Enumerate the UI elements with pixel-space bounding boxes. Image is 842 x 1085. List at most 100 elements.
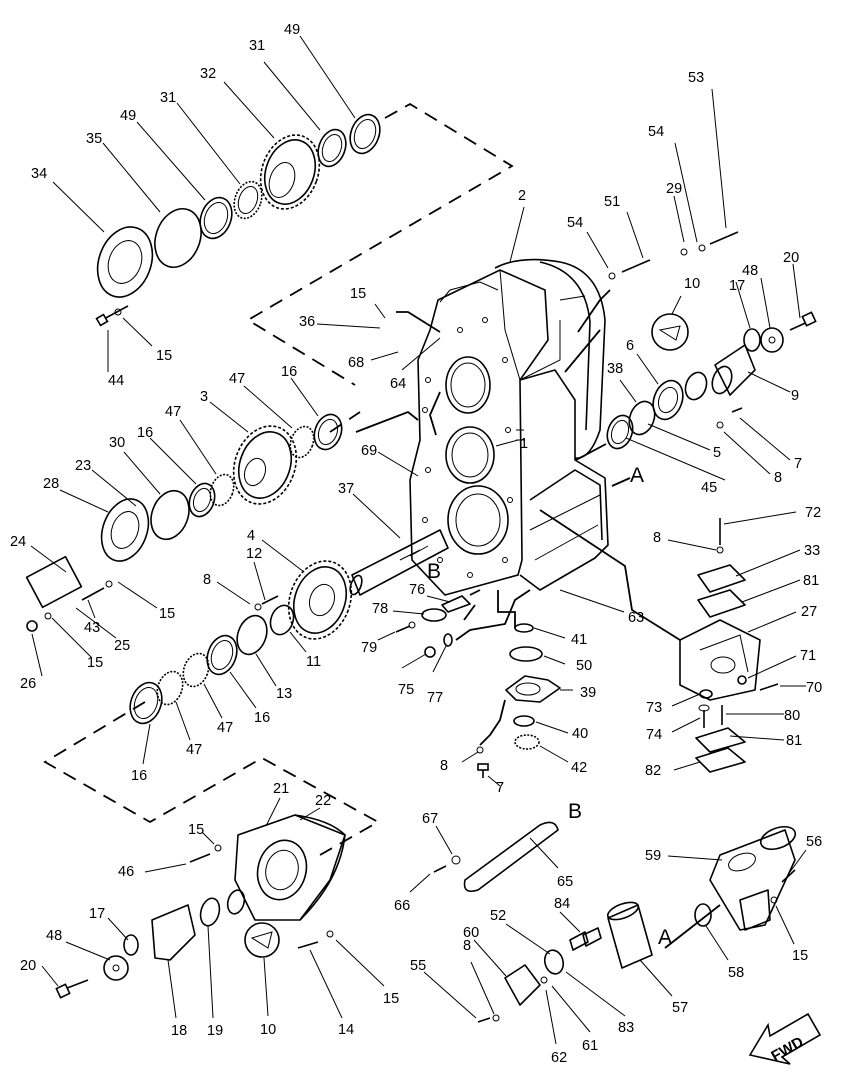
callout-64: 64	[390, 376, 406, 392]
callout-8a: 8	[774, 470, 782, 486]
callout-40: 40	[572, 726, 588, 742]
transfer-case-housing	[409, 258, 609, 596]
callout-48a: 48	[742, 263, 758, 279]
callout-28: 28	[43, 476, 59, 492]
callout-43: 43	[84, 620, 100, 636]
connector-a-upper: A	[630, 464, 644, 487]
callout-31b: 31	[160, 90, 176, 106]
callout-17a: 17	[729, 278, 745, 294]
callout-15b: 15	[350, 286, 366, 302]
callout-9: 9	[791, 388, 799, 404]
callout-17b: 17	[89, 906, 105, 922]
callout-12: 12	[246, 546, 262, 562]
callout-52: 52	[490, 908, 506, 924]
upper-yoke-assembly	[606, 231, 817, 450]
callout-23: 23	[75, 458, 91, 474]
callout-36: 36	[299, 314, 315, 330]
callout-29: 29	[666, 181, 682, 197]
callout-81b: 81	[786, 733, 802, 749]
callout-21: 21	[273, 781, 289, 797]
callout-50: 50	[576, 658, 592, 674]
callout-15e: 15	[188, 822, 204, 838]
callout-51: 51	[604, 194, 620, 210]
callout-20a: 20	[783, 250, 799, 266]
callout-16d: 16	[254, 710, 270, 726]
callout-53: 53	[688, 70, 704, 86]
callout-67: 67	[422, 811, 438, 827]
callout-1: 1	[520, 436, 528, 452]
callout-66: 66	[394, 898, 410, 914]
center-pump-assembly	[395, 595, 561, 778]
callout-41: 41	[571, 632, 587, 648]
callout-56: 56	[806, 834, 822, 850]
callout-7b: 7	[496, 780, 504, 796]
connector-a-lower: A	[658, 926, 672, 949]
callout-60: 60	[463, 925, 479, 941]
callout-27: 27	[801, 604, 817, 620]
callout-45: 45	[701, 480, 717, 496]
callout-76: 76	[409, 582, 425, 598]
callout-22: 22	[315, 793, 331, 809]
callout-11: 11	[306, 654, 321, 670]
output-shaft	[349, 529, 449, 596]
callout-57: 57	[672, 1000, 688, 1016]
callout-24: 24	[10, 534, 26, 550]
middle-gear-cluster	[25, 413, 343, 632]
callout-83: 83	[618, 1020, 634, 1036]
callout-42: 42	[571, 760, 587, 776]
callout-54b: 54	[648, 124, 664, 140]
callout-46: 46	[118, 864, 134, 880]
callout-61: 61	[582, 1038, 598, 1054]
front-cover-assembly	[55, 814, 346, 999]
callout-79: 79	[361, 640, 377, 656]
callout-35: 35	[86, 131, 102, 147]
callout-78: 78	[372, 601, 388, 617]
callout-8e: 8	[463, 938, 471, 954]
callout-69: 69	[361, 443, 377, 459]
callout-7a: 7	[794, 456, 802, 472]
callout-33: 33	[804, 543, 820, 559]
callout-74: 74	[646, 727, 662, 743]
callout-8c: 8	[440, 758, 448, 774]
connector-b-upper: B	[427, 560, 441, 583]
callout-44: 44	[108, 373, 124, 389]
callout-70: 70	[806, 680, 822, 696]
callout-31a: 31	[249, 38, 265, 54]
callout-25: 25	[114, 638, 130, 654]
callout-34: 34	[31, 166, 47, 182]
callout-5: 5	[713, 445, 721, 461]
callout-59: 59	[645, 848, 661, 864]
callout-47a: 47	[229, 371, 245, 387]
callout-30: 30	[109, 435, 125, 451]
callout-47d: 47	[217, 720, 233, 736]
callout-14: 14	[338, 1022, 354, 1038]
callout-3: 3	[200, 389, 208, 405]
callout-15d: 15	[87, 655, 103, 671]
callout-15a: 15	[156, 348, 172, 364]
callout-20b: 20	[20, 958, 36, 974]
forward-direction-arrow: FWD	[748, 1012, 822, 1065]
connector-labels: A B B A	[427, 464, 672, 949]
callout-10a: 10	[684, 276, 700, 292]
callout-18: 18	[171, 1023, 187, 1039]
callout-81a: 81	[803, 573, 819, 589]
callout-8d: 8	[653, 530, 661, 546]
callout-15g: 15	[792, 948, 808, 964]
upper-gear-cluster	[95, 113, 381, 327]
mount-bracket-assembly	[679, 518, 779, 773]
callout-26: 26	[20, 676, 36, 692]
callout-68: 68	[348, 355, 364, 371]
callout-8b: 8	[203, 572, 211, 588]
callout-55: 55	[410, 958, 426, 974]
callout-49b: 49	[120, 108, 136, 124]
callout-47b: 47	[165, 404, 181, 420]
callout-37: 37	[338, 481, 354, 497]
callout-6: 6	[626, 338, 634, 354]
callout-15c: 15	[159, 606, 175, 622]
connection-lines	[355, 289, 721, 949]
callout-13: 13	[276, 686, 292, 702]
callout-73: 73	[646, 700, 662, 716]
callout-2: 2	[518, 188, 526, 204]
callout-80: 80	[784, 708, 800, 724]
